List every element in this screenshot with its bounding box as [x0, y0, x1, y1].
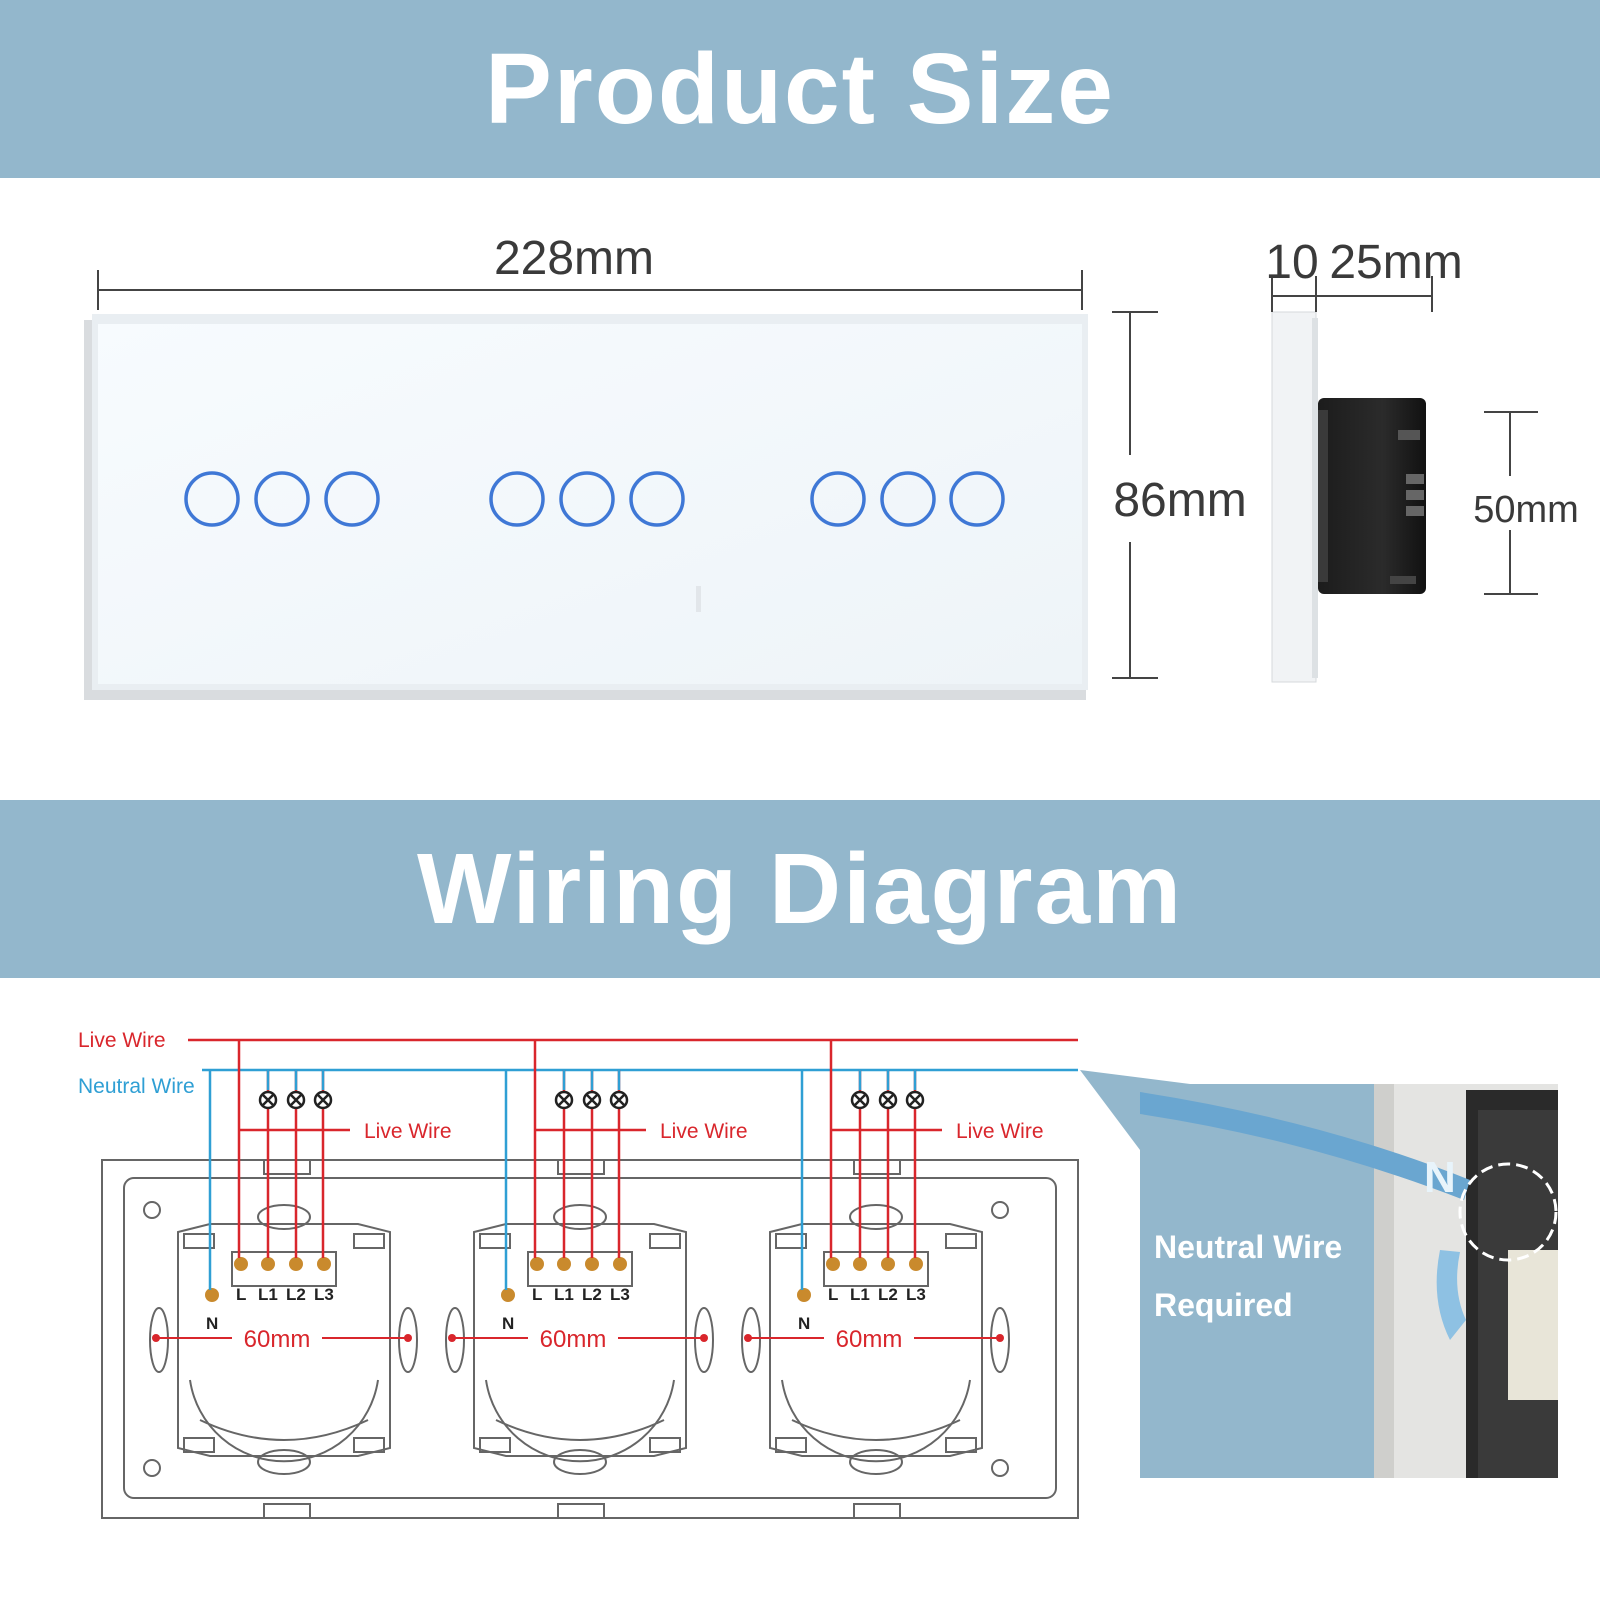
terminal-label: L3	[610, 1285, 630, 1304]
terminal-label: L1	[258, 1285, 278, 1304]
neutral-terminal-label: N	[798, 1314, 810, 1333]
module-live-wire-label: Live Wire	[660, 1120, 748, 1143]
depth-dimension: 10 25mm	[1265, 236, 1463, 312]
touch-button	[629, 471, 685, 527]
touch-button	[254, 471, 310, 527]
box-height-dimension: 50mm	[1473, 411, 1579, 595]
terminal-label: L	[532, 1285, 542, 1304]
wiring-diagram-title: Wiring Diagram	[416, 832, 1184, 945]
terminal-label: L2	[878, 1285, 898, 1304]
height-label: 86mm	[1113, 474, 1246, 527]
touch-button	[880, 471, 936, 527]
lamp-icon	[850, 1090, 925, 1110]
terminal-label: L1	[850, 1285, 870, 1304]
touch-button	[489, 471, 545, 527]
spacing-dimension: 60mm	[152, 1326, 412, 1353]
side-view	[1271, 311, 1426, 683]
terminal-label: L3	[906, 1285, 926, 1304]
spacing-label: 60mm	[836, 1326, 903, 1353]
spacing-label: 60mm	[244, 1326, 311, 1353]
base-plate	[101, 1159, 1079, 1519]
product-size-title: Product Size	[485, 32, 1115, 145]
switch-module-3: L L1 L2 L3 N Live Wire 60mm	[741, 1040, 1044, 1475]
product-size-banner: Product Size	[0, 0, 1600, 178]
neutral-terminal-label: N	[502, 1314, 514, 1333]
switch-module-2: L L1 L2 L3 N Live Wire 60mm	[445, 1040, 748, 1475]
wiring-diagram-drawing: Live Wire Neutral Wire	[78, 1029, 1558, 1519]
terminal-label: L2	[582, 1285, 602, 1304]
terminal-label: L2	[286, 1285, 306, 1304]
terminal-label: L	[828, 1285, 838, 1304]
callout-n-label: N	[1424, 1153, 1456, 1202]
neutral-terminal-label: N	[206, 1314, 218, 1333]
front-depth-label: 10	[1265, 236, 1318, 289]
touch-button	[184, 471, 240, 527]
touch-button	[949, 471, 1005, 527]
width-dimension: 228mm	[97, 232, 1083, 310]
switch-panel	[84, 314, 1088, 700]
product-size-drawing: 228mm 86mm	[84, 232, 1579, 700]
switch-module-1: L L1 L2 L3 N Live Wire 60mm	[149, 1040, 452, 1475]
box-depth-label: 25mm	[1329, 236, 1462, 289]
bus-wires: Live Wire Neutral Wire	[78, 1029, 1078, 1098]
wiring-diagram-banner: Wiring Diagram	[0, 800, 1600, 978]
box-height-label: 50mm	[1473, 489, 1579, 531]
callout-line1: Neutral Wire	[1154, 1229, 1342, 1265]
lamp-icon	[258, 1090, 333, 1110]
terminal-label: L	[236, 1285, 246, 1304]
spacing-dimension: 60mm	[744, 1326, 1004, 1353]
neutral-highlight-icon	[1458, 1162, 1558, 1262]
terminal-label: L1	[554, 1285, 574, 1304]
lamp-icon	[554, 1090, 629, 1110]
spacing-label: 60mm	[540, 1326, 607, 1353]
module-live-wire-label: Live Wire	[956, 1120, 1044, 1143]
live-wire-label: Live Wire	[78, 1029, 166, 1052]
touch-button	[559, 471, 615, 527]
height-dimension: 86mm	[1112, 311, 1247, 679]
touch-buttons	[184, 471, 1005, 527]
width-label: 228mm	[494, 232, 654, 285]
callout-line2: Required	[1154, 1287, 1293, 1323]
terminal-label: L3	[314, 1285, 334, 1304]
neutral-wire-label: Neutral Wire	[78, 1075, 195, 1098]
touch-button	[810, 471, 866, 527]
spacing-dimension: 60mm	[448, 1326, 708, 1353]
neutral-wire-callout: N Neutral Wire Required	[1140, 1084, 1558, 1478]
touch-button	[324, 471, 380, 527]
module-live-wire-label: Live Wire	[364, 1120, 452, 1143]
